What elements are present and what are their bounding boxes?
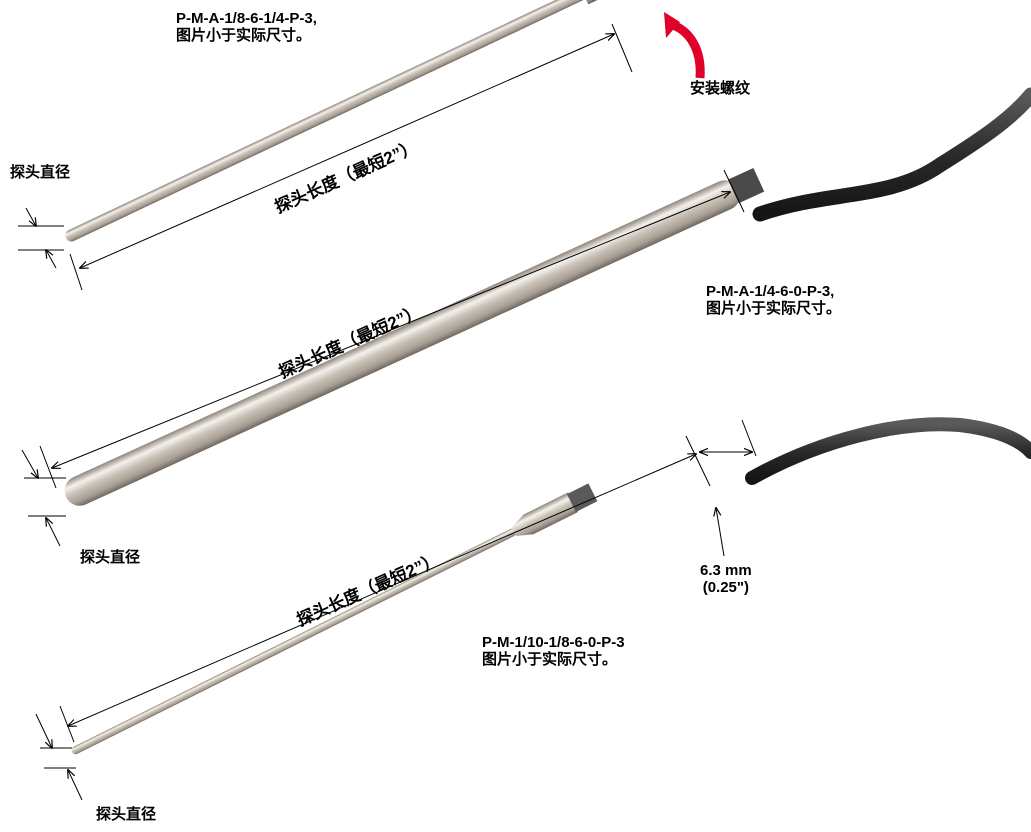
probe-1-length-line	[80, 34, 614, 268]
probe-1-length-ext-left	[69, 253, 83, 291]
probe-3-diameter-arrow-bottom	[68, 770, 83, 801]
probe-3-transition-arrow	[716, 508, 725, 557]
probe-3	[35, 417, 1031, 801]
probe-2-sheath	[64, 180, 741, 506]
probe-2-strain-relief	[727, 167, 765, 204]
probe-1-length-ext-right	[611, 23, 633, 73]
probe-1-thread-label: 安装螺纹	[690, 80, 751, 97]
probe-2	[21, 87, 1031, 547]
probe-2-diameter-arrow-bottom	[46, 518, 61, 547]
probe-1-sheath	[65, 0, 587, 242]
probe-2-diameter-arrow-top	[21, 449, 38, 478]
probe-2-note: 图片小于实际尺寸。	[706, 300, 842, 317]
probe-1-model-label: P-M-A-1/8-6-1/4-P-3, 图片小于实际尺寸。	[176, 10, 317, 44]
probe-3-transition	[511, 492, 579, 537]
probe-1-diameter-arrow-top	[25, 207, 36, 226]
probe-3-note: 图片小于实际尺寸。	[482, 651, 618, 668]
probe-3-diameter-label: 探头直径	[96, 806, 157, 823]
probe-1-note: 图片小于实际尺寸。	[176, 27, 312, 44]
probe-3-model-label: P-M-1/10-1/8-6-0-P-3 图片小于实际尺寸。	[482, 634, 625, 668]
probe-3-transition-mm: 6.3 mm	[700, 562, 752, 579]
probe-2-model-label: P-M-A-1/4-6-0-P-3, 图片小于实际尺寸。	[706, 283, 841, 317]
probe-2-cable	[752, 87, 1031, 222]
probe-3-model: P-M-1/10-1/8-6-0-P-3	[482, 634, 625, 651]
probe-3-diameter-arrow-top	[35, 713, 52, 748]
probe-3-transition-label: 6.3 mm (0.25")	[700, 562, 752, 596]
probe-1-diameter-label: 探头直径	[10, 164, 71, 181]
thread-red-arrow	[668, 19, 705, 79]
probe-1-diameter-arrow-bottom	[46, 250, 57, 269]
probe-3-length-line	[68, 454, 696, 726]
probe-2-model: P-M-A-1/4-6-0-P-3,	[706, 283, 835, 300]
probe-3-transition-in: (0.25")	[702, 579, 749, 596]
probe-2-diameter-label: 探头直径	[80, 549, 141, 566]
probe-2-length-line	[52, 192, 730, 468]
probe-1-thread-fitting	[578, 0, 643, 5]
probe-1-model: P-M-A-1/8-6-1/4-P-3,	[176, 10, 317, 27]
probe-3-cable	[745, 417, 1031, 485]
